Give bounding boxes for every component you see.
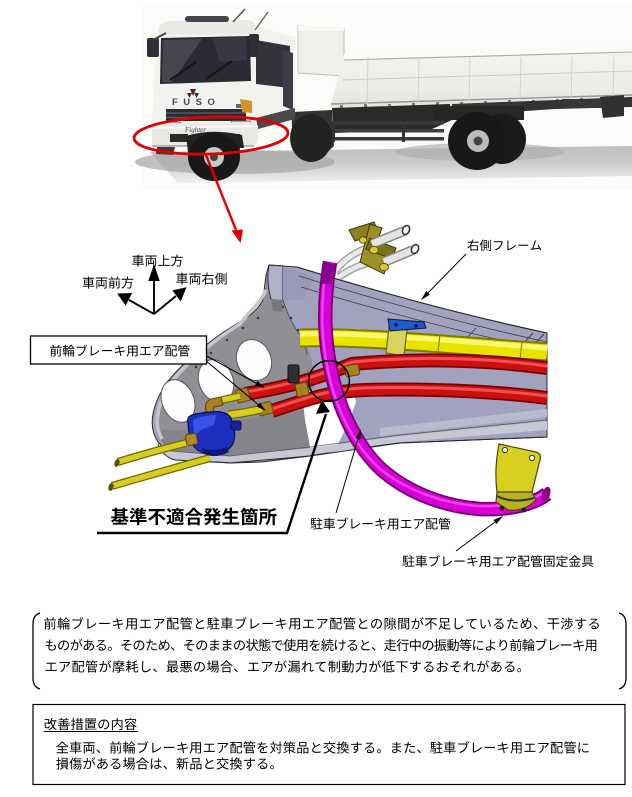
svg-text:Fighter: Fighter (184, 126, 206, 134)
svg-text:FUSO: FUSO (172, 97, 220, 108)
